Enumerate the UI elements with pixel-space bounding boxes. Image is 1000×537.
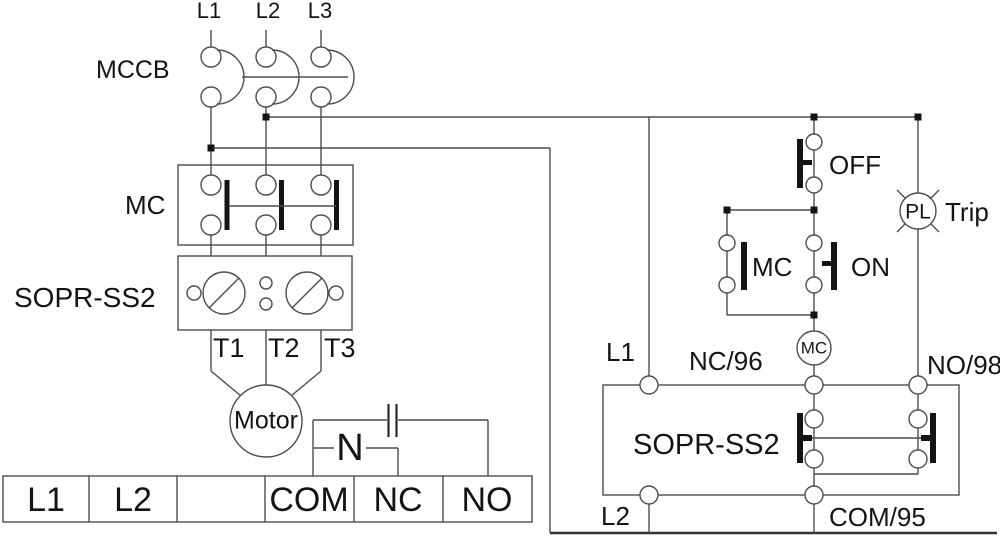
relay-term-com95: COM/95 [829, 502, 926, 532]
on-button [805, 210, 837, 331]
mccb-label: MCCB [96, 56, 170, 84]
strip-cell-no: NO [461, 481, 513, 519]
motor-circle [229, 384, 303, 458]
neutral-capacitor-wiring [312, 404, 489, 476]
terminal-label-t1: T1 [213, 333, 245, 363]
relay-term-nc96: NC/96 [689, 346, 763, 376]
mc-aux-contact [718, 209, 814, 316]
mc-contactor [177, 164, 354, 256]
off-button [797, 117, 823, 210]
mc-coil [796, 330, 832, 376]
relay-label-control: SOPR-SS2 [633, 429, 780, 461]
overload-relay-power [177, 255, 353, 397]
relay-term-no98: NO/98 [927, 350, 1000, 380]
junction-dots [207, 113, 922, 319]
neutral-label: N [336, 427, 364, 469]
trip-caption: Trip [945, 197, 989, 227]
control-feed-wires [211, 116, 997, 535]
strip-cell-nc: NC [373, 481, 423, 519]
off-button-label: OFF [829, 150, 881, 180]
phase-label-l3: L3 [307, 0, 333, 23]
terminal-strip [2, 475, 533, 523]
terminal-label-t2: T2 [268, 333, 300, 363]
coil-label: MC [800, 338, 828, 358]
mccb-breaker [200, 30, 355, 165]
capacitor [387, 404, 398, 437]
motor-label: Motor [234, 406, 298, 435]
relay-term-l2: L2 [601, 501, 630, 531]
overload-relay-control [602, 117, 960, 533]
strip-cell-l1: L1 [27, 481, 65, 519]
phase-label-l1: L1 [196, 0, 222, 23]
pilot-lamp-label: PL [905, 200, 931, 224]
relay-term-l1: L1 [606, 337, 635, 367]
contactor-label: MC [125, 190, 166, 220]
relay-label-power: SOPR-SS2 [14, 282, 156, 313]
pilot-lamp [896, 117, 940, 376]
aux-contact-label: MC [752, 252, 793, 282]
strip-cell-com: COM [269, 481, 349, 519]
terminal-label-t3: T3 [324, 333, 356, 363]
phase-label-l2: L2 [255, 0, 281, 23]
on-button-label: ON [851, 252, 890, 282]
strip-cell-l2: L2 [114, 481, 152, 519]
